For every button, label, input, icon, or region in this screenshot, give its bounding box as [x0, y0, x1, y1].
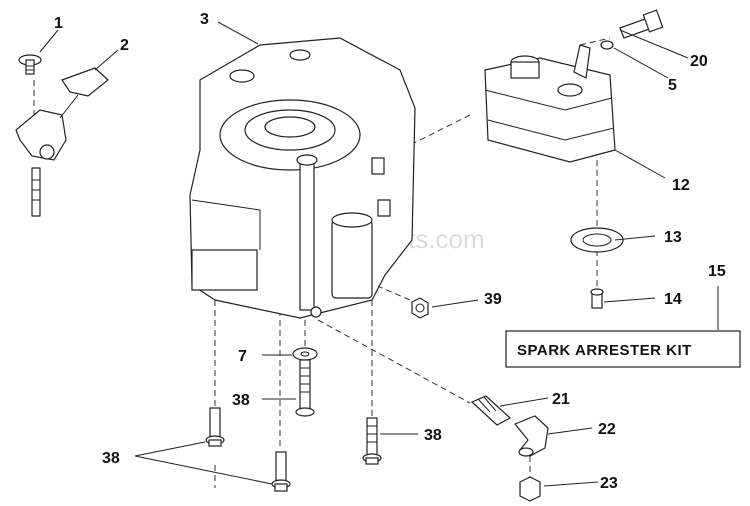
callout-23: 23: [600, 475, 618, 492]
part-20-bolt: [619, 9, 664, 39]
callout-1: 1: [54, 15, 63, 32]
leader-lines: [39, 21, 719, 487]
part-1-knob: [18, 54, 42, 75]
callout-20: 20: [690, 53, 708, 70]
callout-14: 14: [664, 291, 682, 308]
callout-15: 15: [708, 263, 726, 280]
part-7-washer: [292, 347, 318, 361]
part-5-washer: [600, 40, 614, 50]
callout-39: 39: [484, 291, 502, 308]
part-22-elbow: [514, 415, 549, 457]
part-13-gasket: [570, 227, 624, 253]
part-21-pipe-nipple: [470, 395, 512, 426]
part-23-plug: [519, 476, 541, 502]
part-12-muffler: [484, 44, 616, 163]
part-38-bolt-right: [362, 417, 382, 465]
part-3-engine: [189, 37, 416, 319]
part-38-bolt-center: [295, 359, 315, 417]
callout-12: 12: [672, 177, 690, 194]
spark-arrester-kit-box: [505, 330, 741, 368]
callout-3: 3: [200, 11, 209, 28]
callout-2: 2: [120, 37, 129, 54]
part-38-bolt-left: [205, 407, 225, 447]
callout-22: 22: [598, 421, 616, 438]
callout-13: 13: [664, 229, 682, 246]
callout-7: 7: [238, 348, 247, 365]
callout-5: 5: [668, 77, 677, 94]
callout-21: 21: [552, 391, 570, 408]
callout-38-right: 38: [424, 427, 442, 444]
part-14-screw: [590, 288, 604, 309]
callout-38-left: 38: [102, 450, 120, 467]
callout-38-center: 38: [232, 392, 250, 409]
part-38-bolt-bottom: [271, 451, 291, 492]
spark-arrester-kit-label: SPARK ARRESTER KIT: [517, 342, 692, 359]
part-2-throttle-control: [15, 67, 109, 217]
part-39-nut: [411, 297, 429, 319]
